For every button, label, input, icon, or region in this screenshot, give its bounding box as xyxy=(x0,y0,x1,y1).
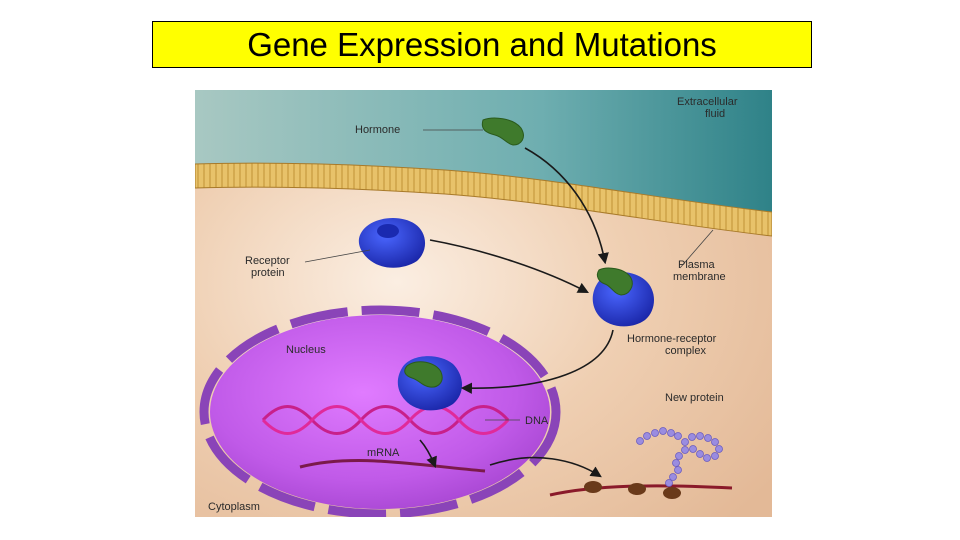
gene-expression-illustration: Extracellular fluid Hormone Receptor pro… xyxy=(195,90,772,517)
nuclear-hormone-receptor-complex xyxy=(398,356,462,410)
label-hormone: Hormone xyxy=(355,124,400,136)
label-cytoplasm: Cytoplasm xyxy=(208,501,260,513)
title-banner: Gene Expression and Mutations xyxy=(152,21,812,68)
label-extracellular-fluid-2: fluid xyxy=(705,108,725,120)
label-receptor-protein-2: protein xyxy=(251,267,285,279)
label-receptor-protein-1: Receptor xyxy=(245,255,290,267)
slide-title: Gene Expression and Mutations xyxy=(247,26,717,64)
label-plasma-membrane-2: membrane xyxy=(673,271,726,283)
label-complex-2: complex xyxy=(665,345,706,357)
label-dna: DNA xyxy=(525,415,549,427)
label-nucleus: Nucleus xyxy=(286,344,326,356)
label-extracellular-fluid-1: Extracellular xyxy=(677,96,738,108)
label-complex-1: Hormone-receptor xyxy=(627,333,717,345)
label-mrna: mRNA xyxy=(367,447,400,459)
label-new-protein: New protein xyxy=(665,392,724,404)
label-plasma-membrane-1: Plasma xyxy=(678,259,716,271)
